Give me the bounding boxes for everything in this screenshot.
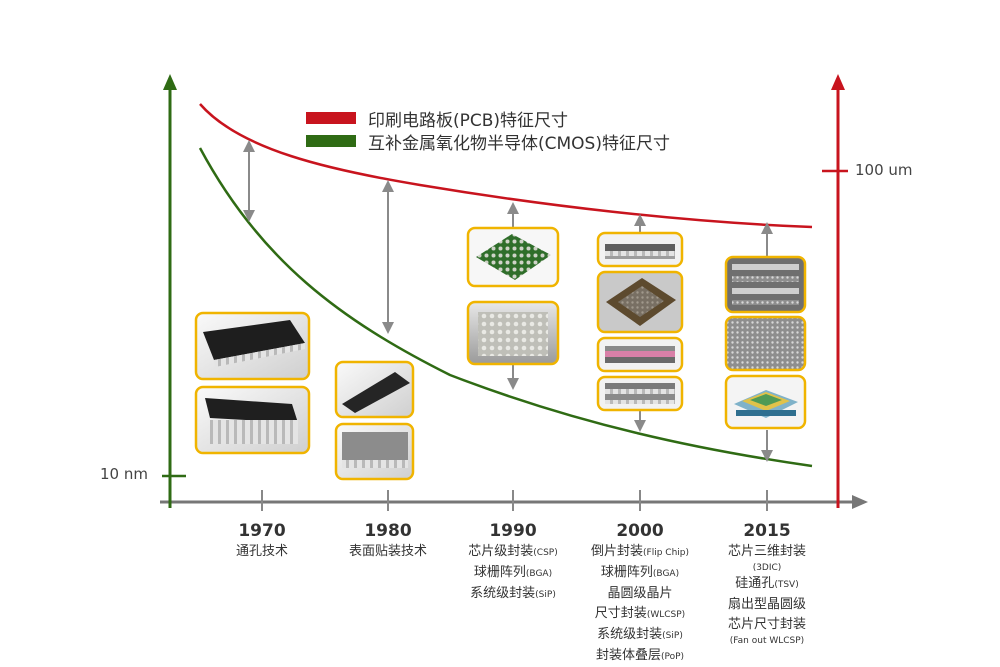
photo-flip-chip-cross-section xyxy=(596,231,684,268)
year-label: 1990 xyxy=(489,521,537,541)
x-axis-arrowhead xyxy=(852,495,868,509)
legend-label-pcb: 印刷电路板(PCB)特征尺寸 xyxy=(368,110,569,131)
tech-label: 晶圆级晶片 xyxy=(570,584,710,604)
tech-label: 球栅阵列(BGA) xyxy=(570,563,710,584)
tech-abbr: (SiP) xyxy=(662,631,683,641)
photo-wlcsp-cross-section xyxy=(596,336,684,373)
tech-name: 芯片级封装 xyxy=(468,544,534,559)
photo-bga-package xyxy=(466,226,560,288)
cmos-feature-size-curve xyxy=(198,147,813,468)
photo-dip-package-1 xyxy=(194,311,311,381)
timeline-2015: 2015 芯片三维封装 (3DIC) 硅通孔(TSV) 扇出型晶圆级 芯片尺寸封… xyxy=(697,520,837,647)
tech-label: 硅通孔(TSV) xyxy=(697,574,837,595)
tech-name: 球栅阵列 xyxy=(473,565,526,580)
tech-abbr: (SiP) xyxy=(535,590,556,600)
tech-name: 硅通孔 xyxy=(735,576,775,591)
left-axis-tick-label: 10 nm xyxy=(100,465,148,483)
photo-smt-package-2 xyxy=(334,422,415,481)
legend-item-cmos: 互补金属氧化物半导体(CMOS)特征尺寸 xyxy=(306,130,670,154)
tech-label: 系统级封装(SiP) xyxy=(443,584,583,605)
tech-abbr: (WLCSP) xyxy=(646,610,686,620)
tech-name: 倒片封装 xyxy=(591,544,644,559)
tech-name: 系统级封装 xyxy=(597,627,663,642)
tech-abbr: (BGA) xyxy=(652,569,680,579)
pcb-feature-size-curve xyxy=(199,103,813,229)
tech-label: 系统级封装(SiP) xyxy=(570,625,710,646)
year-label: 2000 xyxy=(616,521,664,541)
tech-name: 球栅阵列 xyxy=(600,565,653,580)
left-axis-arrowhead xyxy=(163,74,177,90)
year-label: 1970 xyxy=(238,521,286,541)
tech-label: 扇出型晶圆级 xyxy=(727,597,806,612)
photo-bga-underside xyxy=(596,270,684,334)
tech-abbr: (CSP) xyxy=(533,548,558,558)
legend-item-pcb: 印刷电路板(PCB)特征尺寸 xyxy=(306,107,569,131)
right-axis-arrowhead xyxy=(831,74,845,90)
photo-tsv-array xyxy=(724,315,807,372)
tech-label: 芯片尺寸封装 xyxy=(727,617,806,632)
timeline-2000: 2000 倒片封装(Flip Chip) 球栅阵列(BGA) 晶圆级晶片 尺寸封… xyxy=(570,520,710,667)
timeline-1990: 1990 芯片级封装(CSP) 球栅阵列(BGA) 系统级封装(SiP) xyxy=(443,520,583,605)
legend-swatch-cmos xyxy=(306,135,356,147)
tech-abbr: (BGA) xyxy=(525,569,553,579)
tech-label: 球栅阵列(BGA) xyxy=(443,563,583,584)
tech-name: 晶圆级晶片 xyxy=(607,586,673,601)
tech-abbr: (TSV) xyxy=(774,580,799,590)
photo-smt-package-1 xyxy=(334,360,415,419)
tech-name: 系统级封装 xyxy=(470,586,536,601)
tech-abbr: (PoP) xyxy=(660,652,685,662)
legend-label-cmos: 互补金属氧化物半导体(CMOS)特征尺寸 xyxy=(368,133,670,154)
tech-label: 倒片封装(Flip Chip) xyxy=(570,542,710,563)
tech-abbr: (Flip Chip) xyxy=(643,548,689,558)
tech-abbr: (Fan out WLCSP) xyxy=(729,636,805,646)
tech-label: 封装体叠层(PoP) xyxy=(570,646,710,667)
photo-fan-out-wlcsp xyxy=(724,374,807,430)
tech-label: 表面贴装技术 xyxy=(348,544,427,559)
tech-name: 尺寸封装 xyxy=(594,606,647,621)
tech-label: 芯片级封装(CSP) xyxy=(443,542,583,563)
year-label: 1980 xyxy=(364,521,412,541)
photo-3dic-stack xyxy=(724,255,807,314)
photo-csp-package xyxy=(466,300,560,366)
tech-abbr: (3DIC) xyxy=(752,563,782,573)
right-axis-tick-label: 100 um xyxy=(855,161,913,179)
tech-name: 封装体叠层 xyxy=(595,648,661,663)
legend-swatch-pcb xyxy=(306,112,356,124)
timeline-1970: 1970 通孔技术 xyxy=(192,520,332,562)
tech-label: 尺寸封装(WLCSP) xyxy=(570,604,710,625)
photo-pop-cross-section xyxy=(596,375,684,412)
year-label: 2015 xyxy=(743,521,791,541)
tech-label: 通孔技术 xyxy=(235,544,288,559)
timeline-1980: 1980 表面贴装技术 xyxy=(318,520,458,562)
photo-dip-package-2 xyxy=(194,385,311,455)
tech-label: 芯片三维封装 xyxy=(727,544,806,559)
